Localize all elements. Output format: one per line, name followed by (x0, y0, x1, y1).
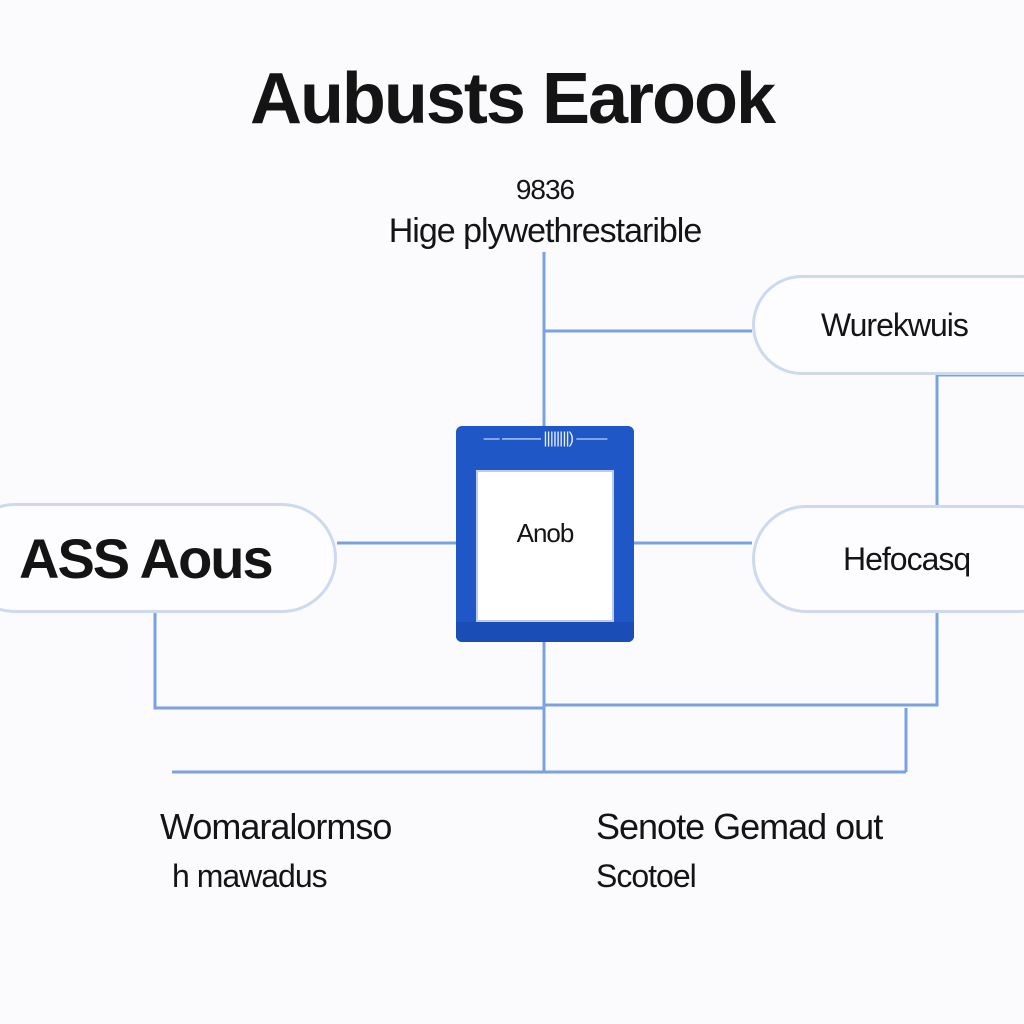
node-left-label: ASS Aous (19, 526, 274, 590)
node-right-top-label: Wurekwuis (821, 306, 969, 343)
central-device: — –—— ||||||||) —— Anob (456, 426, 634, 642)
bottom-left-line1: Womaralormso (160, 806, 392, 847)
device-base (456, 622, 634, 642)
diagram-title: Aubusts Earook (249, 59, 776, 139)
bottom-right-line2: Scotoel (596, 858, 697, 894)
connector-left-loop (153, 613, 544, 710)
device-label: Anob (516, 518, 575, 548)
node-right-mid-label: Hefocasq (843, 540, 971, 577)
top-caption-line: Hige plywethrestarible (388, 212, 703, 250)
connector-right-mid-drop (544, 613, 939, 707)
node-right-top: Wurekwuis (752, 275, 1024, 375)
bottom-left-line2: h mawadus (172, 858, 328, 894)
bottom-right-line1: Senote Gemad out (596, 806, 883, 847)
device-header: — –—— ||||||||) —— (483, 430, 608, 447)
device-screen: Anob (476, 470, 614, 622)
node-left: ASS Aous (0, 503, 337, 613)
node-right-mid: Hefocasq (752, 505, 1024, 613)
top-caption-code: 9836 (515, 174, 575, 205)
